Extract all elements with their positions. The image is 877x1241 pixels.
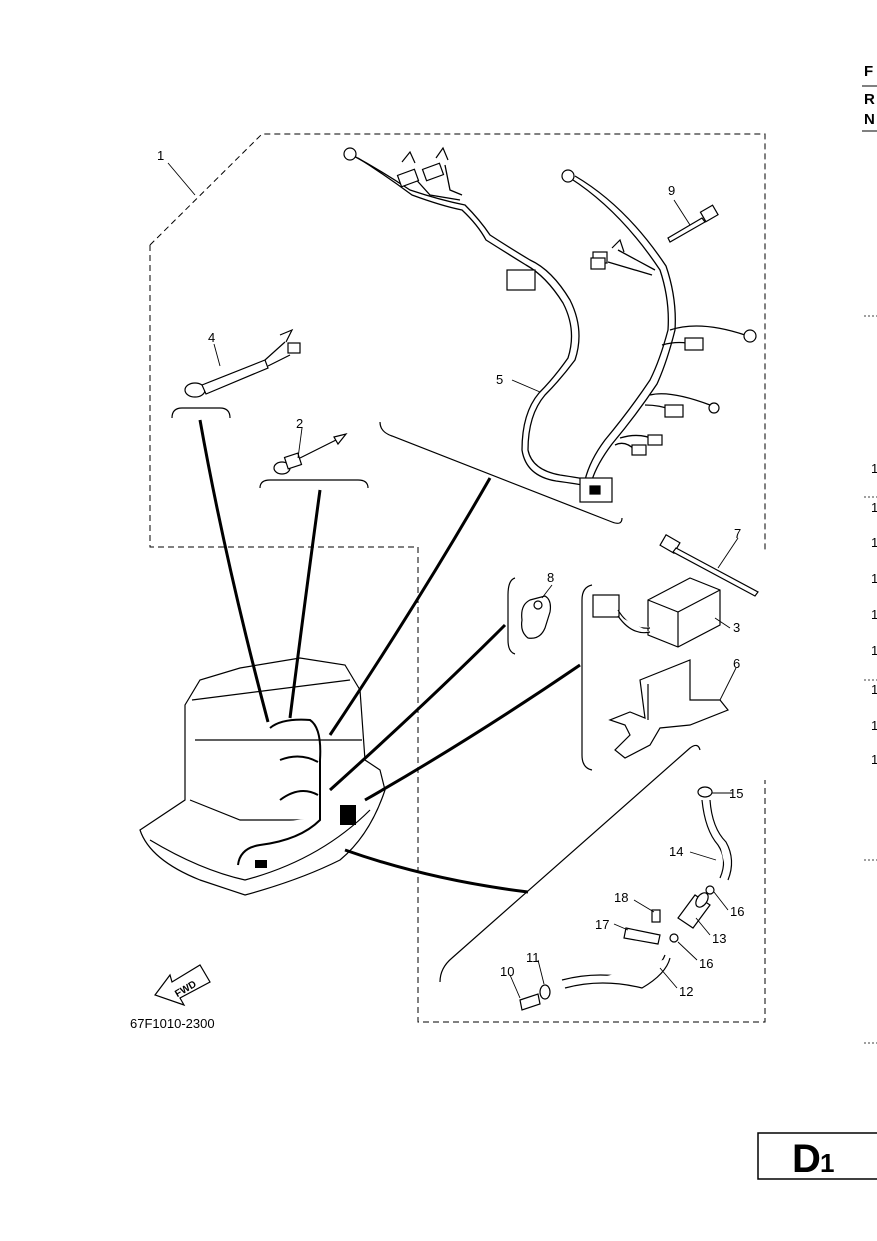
edge-mark-5: 1: [871, 607, 877, 622]
part-label-18: 18: [614, 890, 628, 905]
cable-tie-long: [659, 533, 759, 597]
part-label-16b: 16: [699, 956, 713, 971]
pointer-lines: [198, 419, 581, 894]
part-label-11: 11: [526, 950, 540, 965]
part-label-1: 1: [157, 148, 164, 163]
part-label-13: 13: [712, 931, 726, 946]
part-label-15: 15: [729, 786, 743, 801]
wire-harness: [351, 154, 746, 487]
part-label-4: 4: [208, 330, 215, 345]
engine-blocks-black: [255, 805, 356, 868]
part-label-9: 9: [668, 183, 675, 198]
part-label-17: 17: [595, 917, 609, 932]
edge-header-f: F: [864, 63, 873, 80]
part-label-2: 2: [296, 416, 303, 431]
group-brackets: [171, 407, 701, 983]
edge-mark-1: 1: [871, 461, 877, 476]
part-label-3: 3: [733, 620, 740, 635]
bracket: [608, 659, 729, 759]
sheet-id-box: D 1: [757, 1132, 877, 1181]
engine-wiring: [237, 718, 322, 866]
engine-block: [139, 657, 386, 896]
part-label-16a: 16: [730, 904, 744, 919]
edge-mark-4: 1: [871, 571, 877, 586]
sheet-letter: D: [792, 1137, 821, 1181]
harness-arrows: [401, 146, 625, 253]
sensor-lead: [184, 328, 301, 398]
figure-code: 67F1010-2300: [130, 1016, 215, 1031]
edge-mark-2: 1: [871, 500, 877, 515]
fwd-arrow-icon: FWD: [154, 964, 211, 1007]
edge-mark-6: 1: [871, 643, 877, 658]
edge-mark-9: 1: [871, 752, 877, 767]
part-label-6: 6: [733, 656, 740, 671]
sheet-number: 1: [820, 1148, 834, 1178]
edge-header-r: R: [864, 91, 875, 108]
leader-lines: [167, 162, 739, 999]
part-labels: 1 2 3 4 5 6 7 8 9 10 11 12 13 14 15 16 1…: [157, 148, 744, 999]
edge-mark-3: 1: [871, 535, 877, 550]
part-label-10: 10: [500, 964, 514, 979]
part-label-12: 12: [679, 984, 693, 999]
right-edge-column: F R N 1 1 1 1 1 1 1 1 1: [862, 63, 877, 1044]
cdi-unit: [592, 577, 721, 648]
edge-mark-8: 1: [871, 718, 877, 733]
harness-connectors: [343, 147, 757, 503]
cable-tie-short: [667, 204, 719, 243]
fuel-parts: [519, 786, 733, 1011]
part-label-14: 14: [669, 844, 683, 859]
edge-mark-7: 1: [871, 682, 877, 697]
assembly-boundary-upper: [149, 133, 766, 1023]
part-label-5: 5: [496, 372, 503, 387]
temperature-sensor: [273, 432, 348, 475]
edge-header-n: N: [864, 111, 875, 128]
part-label-8: 8: [547, 570, 554, 585]
part-label-7: 7: [734, 526, 741, 541]
clamp: [521, 595, 552, 639]
